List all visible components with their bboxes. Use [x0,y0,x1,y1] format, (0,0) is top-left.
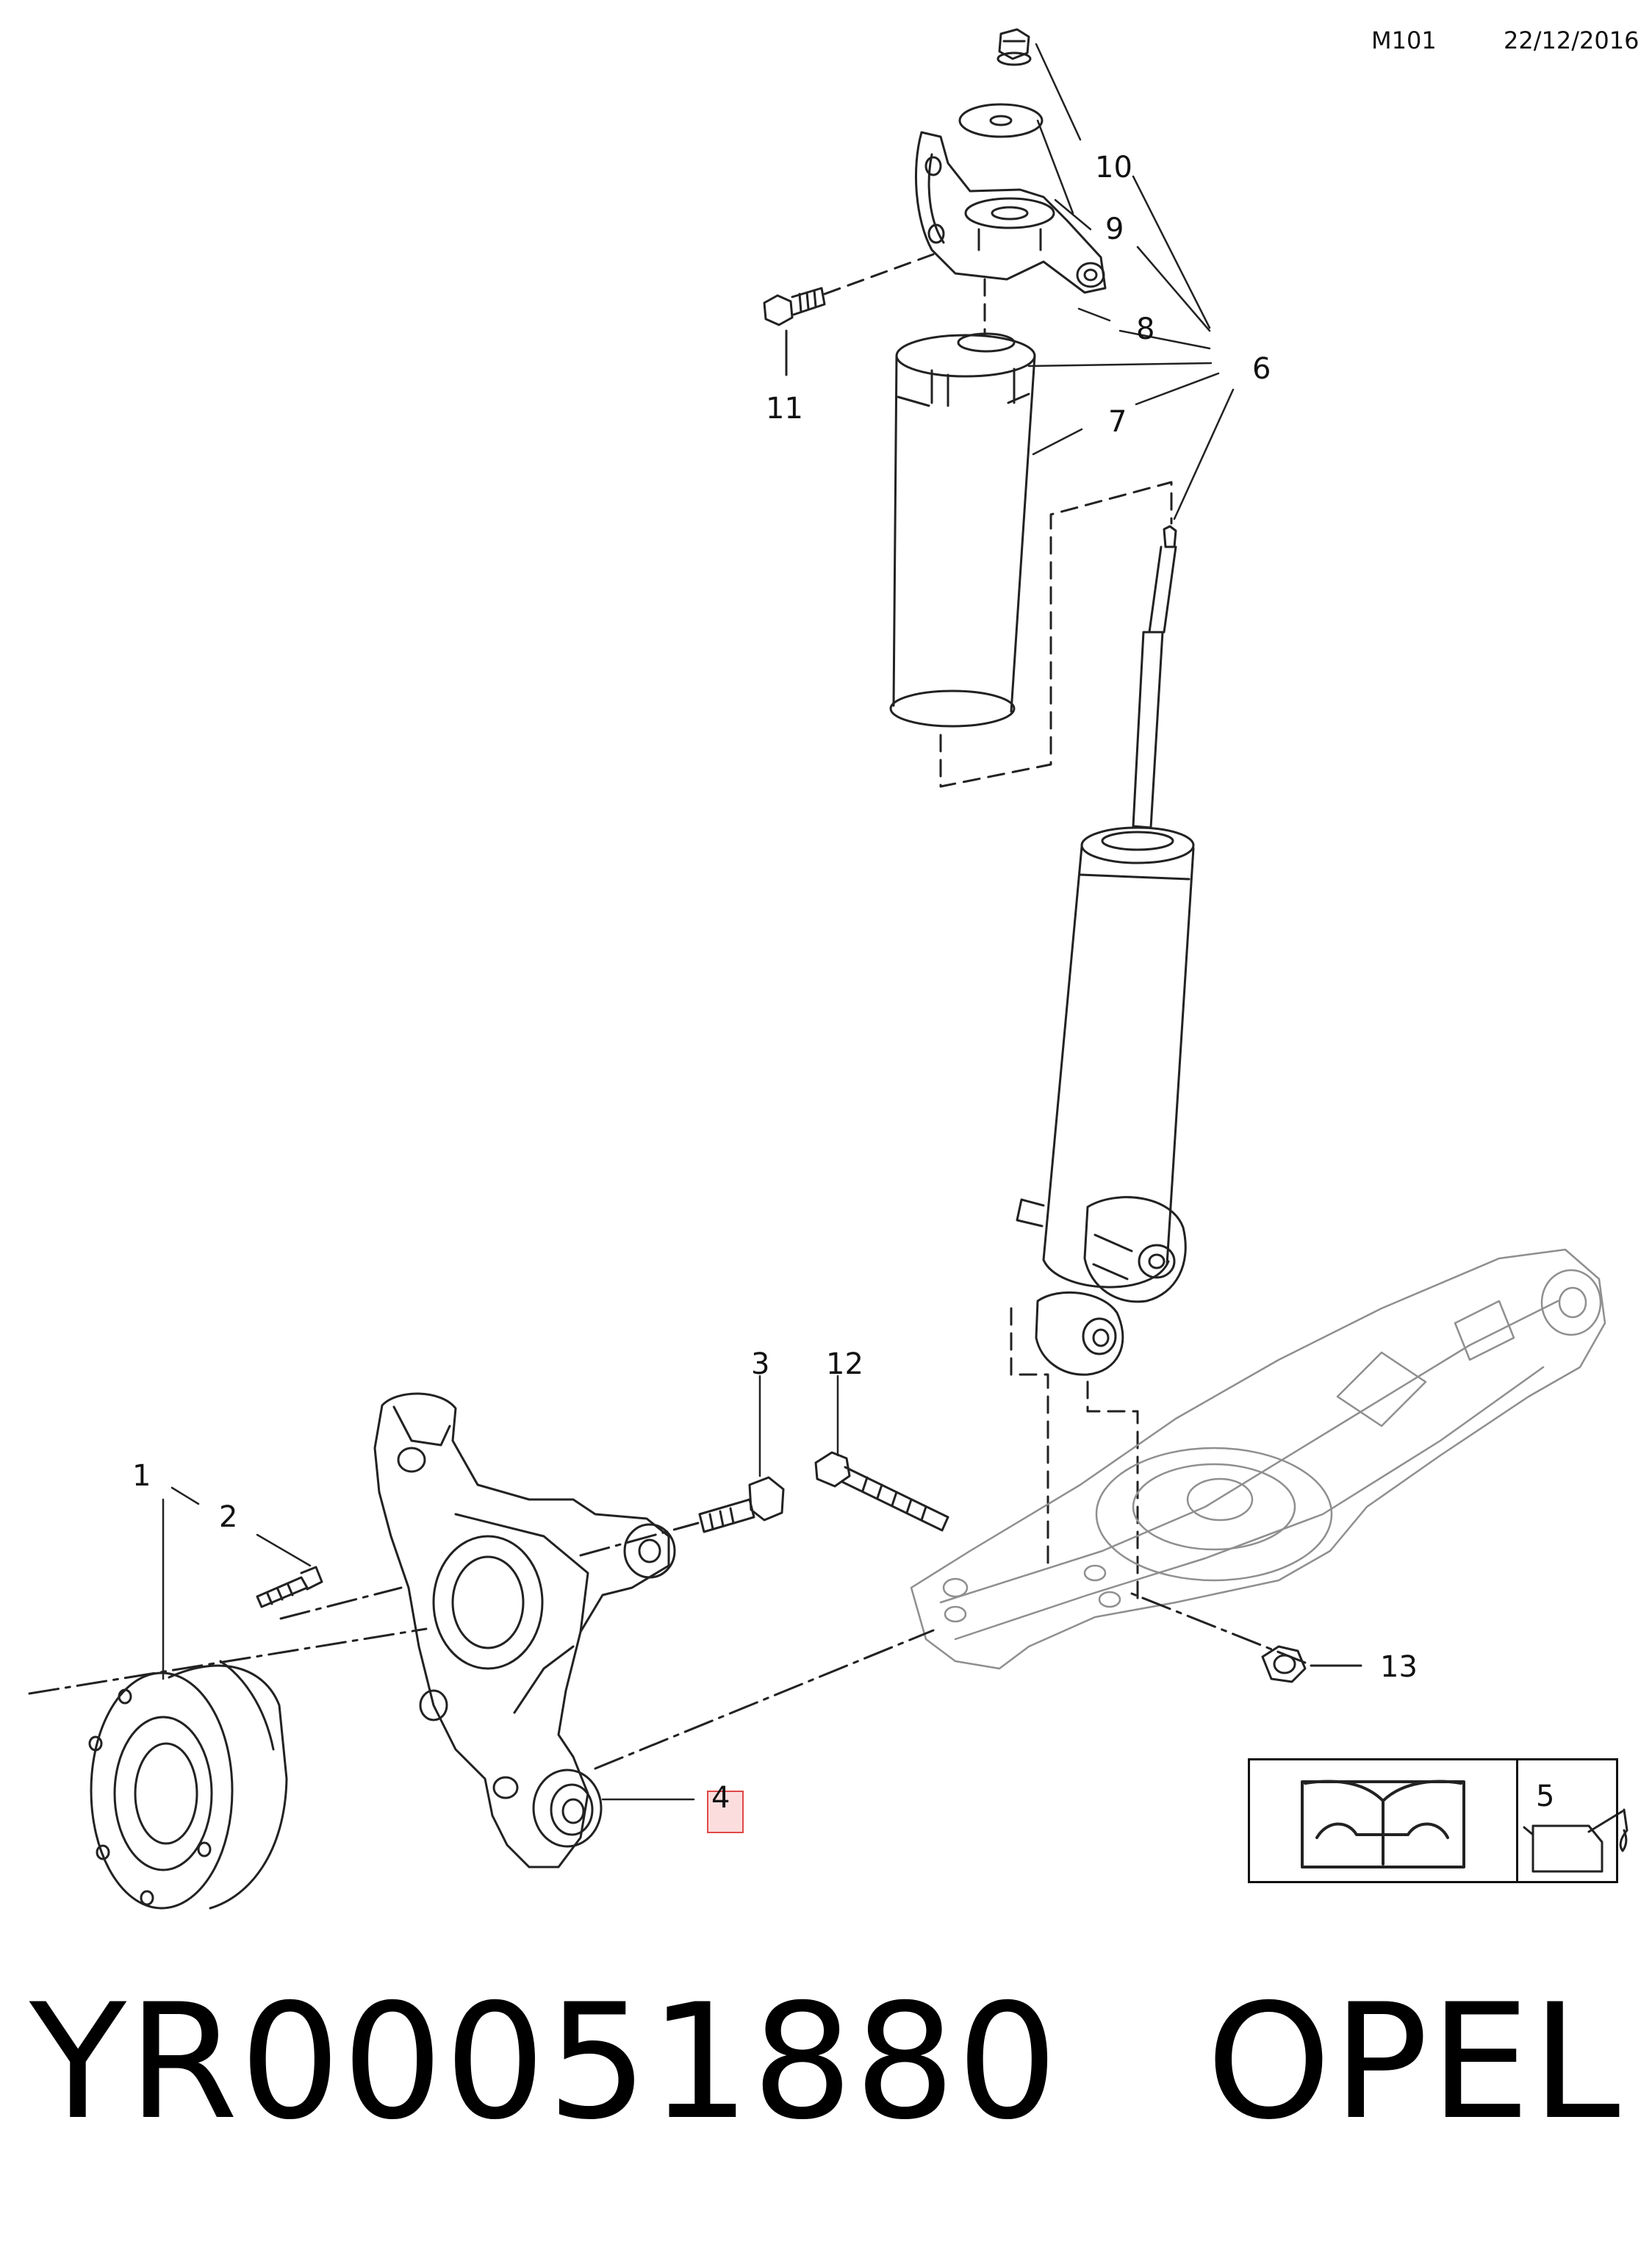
diagram-date: 22/12/2016 [1504,26,1640,54]
part-caption: YR00051880 OPEL [29,1970,1622,2154]
legend-box [1248,1758,1618,1883]
wheel-stud-2 [256,1566,323,1608]
callout-12: 12 [826,1347,863,1381]
assembly-axis-lines [28,1522,1307,1770]
dash-boot-to-rod [939,481,1173,788]
steering-knuckle [373,1392,676,1868]
callout-13: 13 [1380,1650,1418,1684]
part-number: YR00051880 [29,1970,1060,2154]
manual-wrench-icon [1301,1780,1465,1868]
callout-leaders [162,43,1235,1801]
callout-10: 10 [1095,151,1132,184]
bolt-3 [698,1476,785,1533]
callout-9: 9 [1105,212,1124,246]
callout-5: 5 [1536,1780,1555,1813]
callout-2: 2 [219,1500,238,1534]
diagram-code: M101 [1371,26,1437,54]
axis-line-11 [823,253,935,295]
top-washer [958,103,1044,138]
selected-part-highlight[interactable] [707,1791,744,1833]
dash-shock-to-beam [1010,1307,1139,1604]
callout-8: 8 [1136,312,1155,346]
callout-3: 3 [751,1347,770,1381]
rear-beam [910,1248,1606,1670]
legend-divider [1516,1760,1518,1881]
shock-eye-bushing [1035,1291,1124,1376]
brand-name: OPEL [1206,1970,1622,2154]
bolt-11 [763,287,826,326]
knuckle-bushing-4 [532,1769,603,1848]
shock-lower-bushing [1083,1196,1187,1303]
dust-boot [889,332,1036,728]
callout-7: 7 [1108,405,1127,439]
wheel-hub [88,1660,288,1910]
shock-absorber [1016,525,1195,1289]
bolt-12 [814,1451,949,1532]
callout-1: 1 [132,1459,151,1493]
top-nut [996,28,1032,66]
top-mount [914,131,1107,294]
callout-11: 11 [766,392,803,426]
callout-4: 4 [711,1781,730,1815]
nut-13 [1261,1645,1307,1683]
suspension-drawing [28,28,1628,1910]
callout-6: 6 [1252,352,1271,386]
